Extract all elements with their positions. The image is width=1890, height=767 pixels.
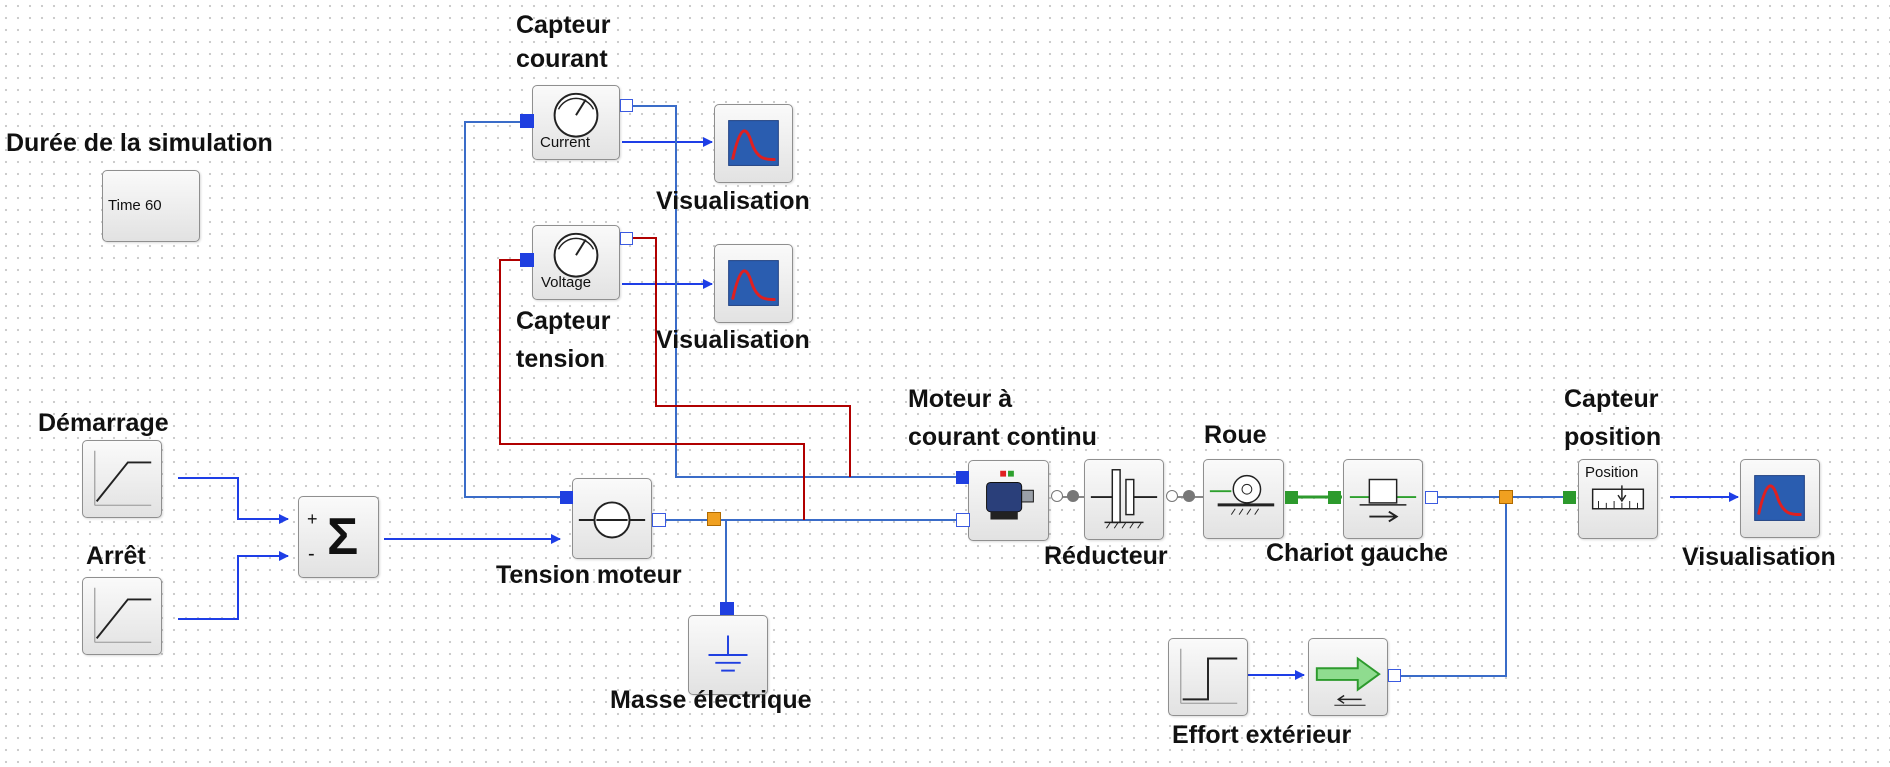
scope-icon	[1754, 475, 1805, 521]
wire-red-voltage-neg	[499, 259, 805, 520]
time-text: Time 60	[108, 197, 162, 214]
roue-label: Roue	[1204, 421, 1267, 449]
moteur-label: Moteur à courant continu	[908, 385, 1097, 451]
voltage-sensor-block[interactable]: Voltage	[532, 225, 620, 300]
wire-elec-current-loop	[464, 121, 562, 498]
ground-icon	[708, 635, 748, 672]
wheel-icon	[1209, 474, 1275, 515]
chariot-port-b[interactable]	[1425, 491, 1438, 504]
voltage-source-port-n[interactable]	[652, 513, 666, 527]
reducer-flange-a[interactable]	[1067, 490, 1079, 502]
scope-position-block[interactable]	[1740, 459, 1820, 538]
reducer-flange-b[interactable]	[1166, 490, 1178, 502]
motor-port-n[interactable]	[956, 513, 970, 527]
ramp-icon	[93, 450, 152, 507]
force-source-block[interactable]	[1308, 638, 1388, 716]
position-text: Position	[1585, 464, 1639, 481]
capteur-courant-label: Capteur courant	[516, 11, 611, 73]
position-sensor-icon	[1591, 485, 1645, 510]
gearbox-icon	[1090, 469, 1158, 529]
capteur-tension-label: Capteur tension	[516, 307, 611, 373]
wire-trans-node-force	[1398, 497, 1507, 677]
force-icon	[1315, 656, 1381, 706]
visu-tension-label: Visualisation	[656, 326, 810, 354]
ammeter-icon	[553, 92, 599, 138]
force-port[interactable]	[1388, 669, 1401, 682]
capteur-position-label: Capteur position	[1564, 385, 1662, 451]
wheel-block[interactable]	[1203, 459, 1284, 539]
current-sensor-port-n[interactable]	[520, 114, 534, 128]
voltage-source-icon	[578, 501, 646, 539]
motor-flange[interactable]	[1051, 490, 1063, 502]
voltage-source-block[interactable]	[572, 478, 652, 559]
sum-symbol: Σ	[327, 508, 359, 566]
motor-icon	[986, 470, 1034, 520]
step-icon	[1179, 648, 1238, 705]
reducteur-label: Réducteur	[1044, 542, 1168, 570]
demarrage-label: Démarrage	[38, 409, 169, 437]
visu-courant-label: Visualisation	[656, 187, 810, 215]
wheel-port-trans[interactable]	[1285, 491, 1298, 504]
current-sensor-block[interactable]: Current	[532, 85, 620, 160]
dc-motor-block[interactable]	[968, 460, 1049, 541]
simulation-time-block[interactable]: Time 60	[102, 170, 200, 242]
current-sensor-port-p[interactable]	[620, 99, 633, 112]
masse-label: Masse électrique	[610, 686, 812, 714]
chariot-port-a[interactable]	[1328, 491, 1341, 504]
reducer-block[interactable]	[1084, 459, 1164, 540]
visu-position-label: Visualisation	[1682, 543, 1836, 571]
electric-node[interactable]	[707, 512, 721, 526]
ramp-arret-block[interactable]	[82, 577, 162, 655]
voltage-text: Voltage	[541, 274, 592, 291]
effort-label: Effort extérieur	[1172, 721, 1352, 749]
voltage-sensor-port-p[interactable]	[620, 232, 633, 245]
position-sensor-port[interactable]	[1563, 491, 1576, 504]
voltage-sensor-port-n[interactable]	[520, 253, 534, 267]
position-sensor-block[interactable]: Position	[1578, 459, 1658, 539]
chariot-label: Chariot gauche	[1266, 539, 1448, 567]
sum-minus: -	[308, 543, 315, 565]
scope-current-block[interactable]	[714, 104, 793, 183]
sum-plus: +	[307, 509, 318, 529]
wire-arret-sum	[178, 551, 289, 620]
ground-block[interactable]	[688, 615, 768, 695]
ramp-demarrage-block[interactable]	[82, 440, 162, 518]
voltmeter-icon	[553, 232, 599, 278]
wire-elec-current-motor	[622, 105, 966, 478]
step-block[interactable]	[1168, 638, 1248, 716]
wire-demarrage-sum	[178, 477, 289, 524]
ramp-icon	[93, 587, 152, 644]
tension-moteur-label: Tension moteur	[496, 561, 682, 589]
voltage-source-port-p[interactable]	[560, 491, 573, 504]
arret-label: Arrêt	[86, 542, 146, 570]
wire-red-voltage-pos	[622, 237, 851, 477]
wheel-flange[interactable]	[1183, 490, 1195, 502]
translational-node[interactable]	[1499, 490, 1513, 504]
scope-voltage-block[interactable]	[714, 244, 793, 323]
duree-label: Durée de la simulation	[6, 129, 273, 157]
scope-icon	[728, 120, 779, 166]
sum-block[interactable]: + - Σ	[298, 496, 379, 578]
scope-icon	[728, 260, 779, 306]
current-text: Current	[540, 134, 591, 151]
ground-port[interactable]	[720, 602, 734, 616]
motor-port-p[interactable]	[956, 471, 969, 484]
chariot-block[interactable]	[1343, 459, 1423, 539]
mass-icon	[1349, 478, 1417, 523]
